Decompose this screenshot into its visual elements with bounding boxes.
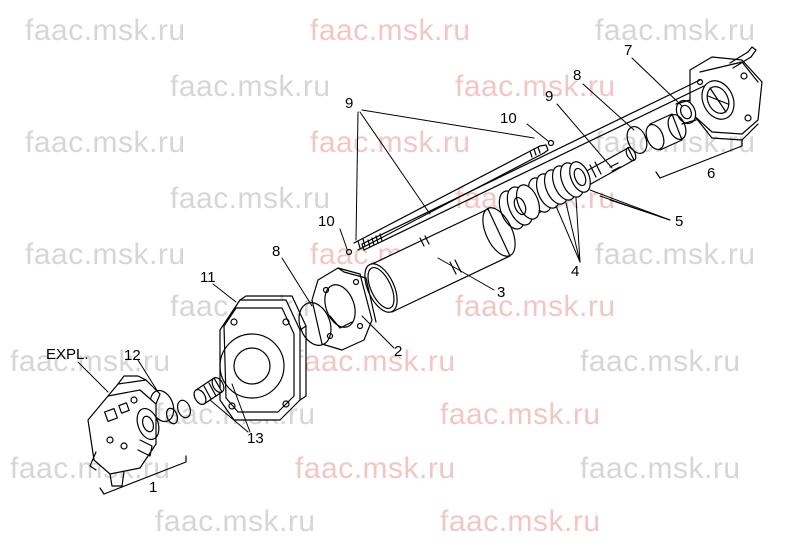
watermark-text: faac.msk.ru <box>455 70 616 103</box>
label-part-9-top: 9 <box>345 95 354 112</box>
label-part-8-top: 8 <box>573 67 582 84</box>
group-brackets <box>99 139 743 495</box>
watermark-text: faac.msk.ru <box>595 238 756 271</box>
seal-ring-right <box>626 125 648 155</box>
tie-rods <box>361 79 705 251</box>
watermark-text: faac.msk.ru <box>310 126 471 159</box>
watermark-text: faac.msk.ru <box>170 182 331 215</box>
label-part-13: 13 <box>247 430 264 447</box>
watermark-text: faac.msk.ru <box>170 70 331 103</box>
watermark-text: faac.msk.ru <box>310 14 471 47</box>
watermark-text: faac.msk.ru <box>295 345 456 378</box>
nut-left <box>345 248 353 256</box>
nut-top <box>547 139 555 147</box>
watermark-text: faac.msk.ru <box>295 452 456 485</box>
rear-end-cap <box>689 46 763 141</box>
valve-block <box>87 375 161 487</box>
label-part-10-left: 10 <box>318 213 335 230</box>
watermark-text: faac.msk.ru <box>580 345 741 378</box>
label-part-11: 11 <box>200 269 216 286</box>
front-housing <box>219 295 307 421</box>
gasket-plate <box>311 267 377 351</box>
rear-guide-sleeve <box>645 113 687 151</box>
label-part-8-left: 8 <box>272 243 281 260</box>
watermark-text: faac.msk.ru <box>25 14 186 47</box>
cylinder-barrel <box>364 207 516 313</box>
watermark-text: faac.msk.ru <box>25 238 186 271</box>
watermark-text: faac.msk.ru <box>10 345 171 378</box>
connector-fitting <box>165 377 225 425</box>
label-part-4: 4 <box>571 263 580 280</box>
watermark-text: faac.msk.ru <box>595 14 756 47</box>
watermark-text: faac.msk.ru <box>580 452 741 485</box>
label-part-7: 7 <box>624 42 633 59</box>
leader-lines <box>77 57 683 433</box>
piston-rod <box>353 144 549 251</box>
label-part-2: 2 <box>394 343 403 360</box>
label-part-6: 6 <box>707 165 716 182</box>
label-part-1: 1 <box>149 479 158 496</box>
piston-seals <box>527 161 591 213</box>
watermark-text: faac.msk.ru <box>440 398 601 431</box>
watermark-text: faac.msk.ru <box>25 126 186 159</box>
watermark-text: faac.msk.ru <box>455 290 616 323</box>
watermark-text: faac.msk.ru <box>155 505 316 538</box>
label-part-12: 12 <box>124 347 141 364</box>
label-part-5: 5 <box>675 213 684 230</box>
label-expl: EXPL. <box>46 346 89 363</box>
watermark-text: faac.msk.ru <box>440 505 601 538</box>
label-part-9-right: 9 <box>545 88 554 105</box>
label-part-3: 3 <box>497 284 506 301</box>
label-part-10-top: 10 <box>500 110 517 127</box>
